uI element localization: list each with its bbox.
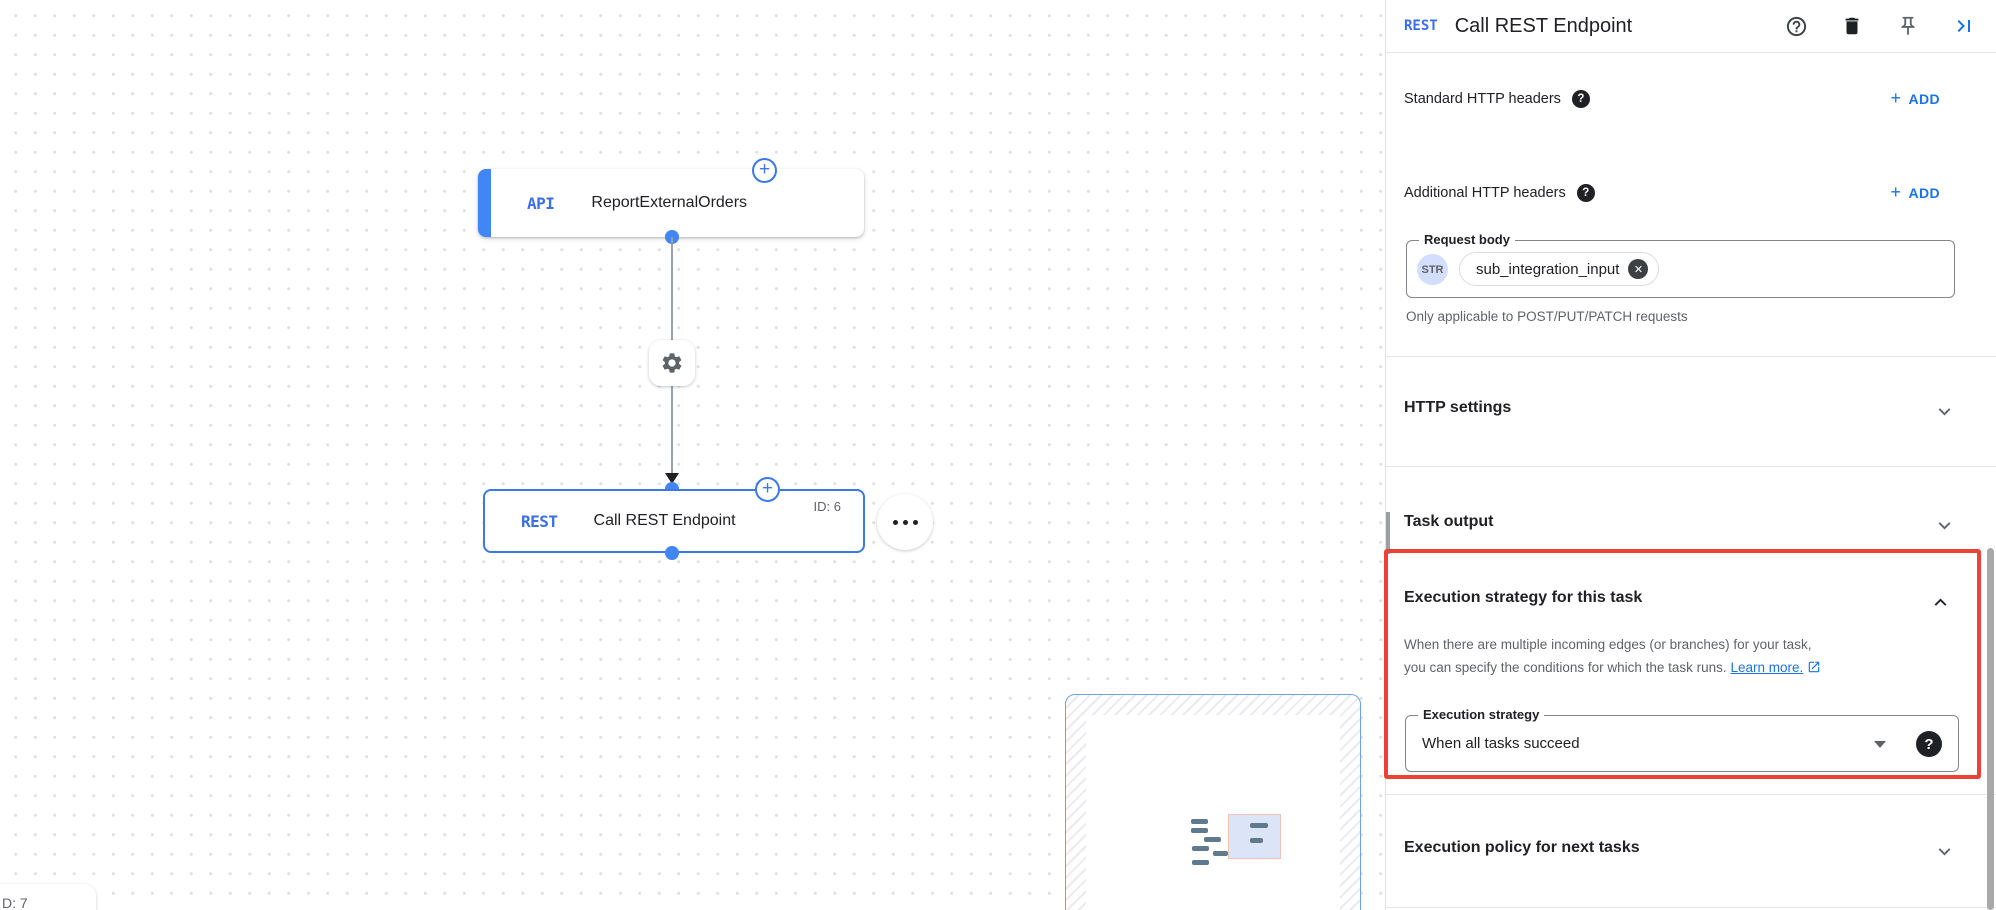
string-type-chip: STR (1417, 254, 1448, 285)
rest-badge: REST (1404, 18, 1438, 34)
additional-http-headers-row: Additional HTTP headers ADD (1404, 180, 1940, 206)
execution-strategy-field-label: Execution strategy (1418, 707, 1545, 722)
desc-line2: you can specify the conditions for which… (1404, 660, 1727, 675)
help-filled-icon[interactable] (1571, 90, 1590, 108)
panel-header: REST Call REST Endpoint (1386, 0, 1996, 53)
chevron-down-icon (1938, 407, 1950, 415)
partial-node[interactable]: D: 7 (0, 884, 96, 910)
expand-execution-policy-button[interactable] (1932, 839, 1956, 863)
request-body-field[interactable]: Request body STR sub_integration_input (1406, 232, 1955, 298)
dot-icon (892, 519, 898, 525)
divider (1386, 794, 1996, 795)
api-badge: API (527, 193, 555, 213)
collapse-right-icon (1957, 20, 1970, 32)
section-http-settings: HTTP settings (1404, 399, 1512, 416)
chevron-down-icon (1938, 847, 1950, 855)
collapse-execution-strategy-button[interactable] (1928, 590, 1952, 614)
standard-http-headers-row: Standard HTTP headers ADD (1404, 86, 1940, 112)
minimap-bar (1191, 828, 1208, 833)
delete-task-button[interactable] (1840, 14, 1864, 38)
minimap-bar (1204, 837, 1221, 842)
request-body-label: Request body (1419, 232, 1515, 247)
help-outline-icon (1786, 16, 1806, 36)
collapse-panel-button[interactable] (1952, 14, 1976, 38)
edge-settings-button[interactable] (649, 340, 695, 386)
task-node-id: ID: 6 (813, 499, 841, 514)
minimap-bar (1250, 823, 1268, 828)
task-node-call-rest-endpoint[interactable]: REST Call REST Endpoint ID: 6 (483, 489, 865, 553)
execution-strategy-description: When there are multiple incoming edges (… (1404, 633, 1821, 681)
panel-title: Call REST Endpoint (1454, 14, 1633, 37)
help-filled-icon[interactable] (1576, 184, 1595, 202)
trigger-node-label: ReportExternalOrders (591, 194, 748, 211)
gear-icon (662, 353, 682, 373)
section-task-output: Task output (1404, 513, 1494, 530)
chevron-up-icon (1934, 598, 1946, 606)
add-additional-header-button[interactable]: ADD (1891, 184, 1940, 203)
task-node-label: Call REST Endpoint (593, 512, 736, 529)
highlight-red-box (1384, 549, 1981, 779)
panel-scrollbar[interactable] (1987, 548, 1994, 910)
expand-task-output-button[interactable] (1932, 513, 1956, 537)
remove-variable-icon[interactable] (1628, 259, 1649, 279)
section-execution-strategy: Execution strategy for this task (1404, 589, 1643, 606)
request-body-helper: Only applicable to POST/PUT/PATCH reques… (1406, 309, 1688, 324)
dot-icon (902, 519, 908, 525)
plus-icon (1891, 182, 1902, 203)
section-execution-policy: Execution policy for next tasks (1404, 839, 1640, 856)
trash-icon (1845, 17, 1859, 35)
expand-http-settings-button[interactable] (1932, 399, 1956, 423)
minimap-inner (1086, 715, 1340, 910)
task-more-options-button[interactable] (877, 494, 933, 550)
open-in-new-icon[interactable] (1807, 658, 1821, 681)
trigger-accent-bar (478, 169, 491, 237)
integration-canvas[interactable]: API ReportExternalOrders REST Call REST … (0, 0, 1385, 910)
desc-line1: When there are multiple incoming edges (… (1404, 637, 1812, 652)
help-button[interactable] (1784, 14, 1808, 38)
trigger-node-report-external-orders[interactable]: API ReportExternalOrders (478, 169, 864, 237)
panel-scroll-nub[interactable] (1386, 512, 1390, 554)
standard-http-headers-label: Standard HTTP headers (1404, 91, 1561, 107)
minimap-bar (1250, 838, 1263, 843)
add-edge-button-task[interactable] (755, 477, 780, 502)
plus-icon (1891, 88, 1902, 109)
request-body-variable-chip[interactable]: sub_integration_input (1459, 252, 1660, 286)
learn-more-link[interactable]: Learn more. (1730, 660, 1804, 675)
dot-icon (912, 519, 918, 525)
minimap-bar (1192, 846, 1209, 851)
additional-http-headers-label: Additional HTTP headers (1404, 185, 1566, 201)
divider (1386, 466, 1996, 467)
pin-icon (1901, 16, 1915, 36)
minimap-bar (1213, 851, 1228, 856)
minimap-bar (1191, 819, 1208, 824)
add-label: ADD (1908, 185, 1940, 201)
partial-node-id: D: 7 (2, 895, 28, 910)
rest-badge: REST (521, 511, 558, 531)
pin-panel-button[interactable] (1896, 14, 1920, 38)
dropdown-caret-icon[interactable] (1874, 741, 1886, 748)
edge-arrowhead-icon (665, 473, 679, 484)
execution-strategy-help-icon[interactable] (1916, 731, 1942, 757)
execution-strategy-value: When all tasks succeed (1422, 735, 1580, 752)
task-config-panel: REST Call REST Endpoint Standard HTTP he… (1384, 0, 1996, 910)
variable-chip-label: sub_integration_input (1476, 260, 1620, 278)
divider (1386, 356, 1996, 357)
execution-strategy-select[interactable]: Execution strategy When all tasks succee… (1405, 707, 1959, 772)
task-output-port[interactable] (665, 546, 679, 560)
minimap-bar (1192, 860, 1209, 865)
minimap-viewport-rect (1228, 814, 1281, 859)
add-edge-button-trigger[interactable] (752, 158, 777, 183)
chevron-down-icon (1938, 521, 1950, 529)
add-standard-header-button[interactable]: ADD (1891, 90, 1940, 109)
divider (1386, 907, 1996, 908)
minimap[interactable] (1065, 694, 1361, 910)
add-label: ADD (1908, 91, 1940, 107)
